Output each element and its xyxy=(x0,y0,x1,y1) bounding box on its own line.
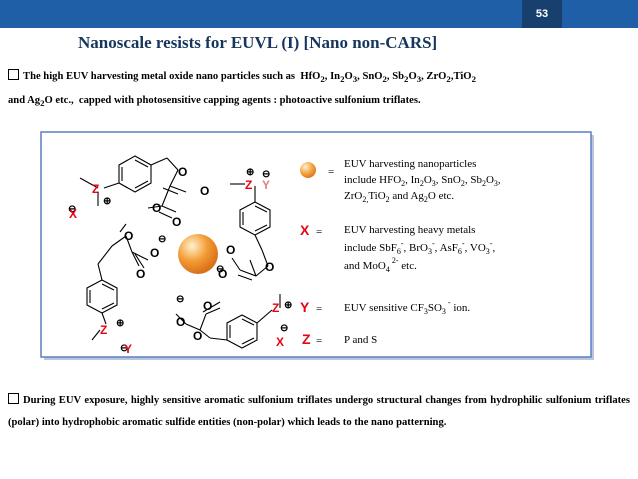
nanoparticle-resist-figure: O O O O O O O O O O O O O ⊖ ⊖ ⊖ ⊕ ⊕ ⊖ ⊖ … xyxy=(40,131,594,360)
svg-text:⊖: ⊖ xyxy=(158,234,166,245)
svg-text:Y: Y xyxy=(262,178,270,192)
svg-text:O: O xyxy=(172,215,181,229)
svg-text:X: X xyxy=(69,207,77,221)
svg-text:⊖: ⊖ xyxy=(262,169,270,180)
svg-text:O: O xyxy=(152,201,161,215)
atom-labels: O O O O O O O O O O O O O xyxy=(124,165,274,343)
slide-title: Nanoscale resists for EUVL (I) [Nano non… xyxy=(78,33,438,52)
molecular-structure xyxy=(79,155,281,349)
hetero-labels: Z Z Z Z X X Y Y xyxy=(69,178,284,356)
svg-text:Z: Z xyxy=(100,323,107,337)
svg-text:O: O xyxy=(193,329,202,343)
svg-text:O: O xyxy=(203,299,212,313)
legend-sphere-icon xyxy=(300,162,316,178)
figure-border xyxy=(40,131,592,358)
svg-text:⊕: ⊕ xyxy=(284,300,292,311)
legend-y-symbol: Y xyxy=(300,299,310,315)
bullet-2-text: During EUV exposure, highly sensitive ar… xyxy=(8,395,630,428)
legend-3-text: EUV sensitive CF3SO3 - ion. xyxy=(344,298,470,316)
svg-text:⊖: ⊖ xyxy=(176,294,184,305)
legend-eq-3: = xyxy=(316,303,322,315)
svg-text:⊖: ⊖ xyxy=(120,343,128,354)
svg-text:⊕: ⊕ xyxy=(116,318,124,329)
svg-text:⊖: ⊖ xyxy=(68,204,76,215)
svg-text:O: O xyxy=(200,184,209,198)
legend-eq-2: = xyxy=(316,226,322,238)
legend-z-symbol: Z xyxy=(302,331,311,347)
svg-text:Z: Z xyxy=(92,182,99,196)
svg-text:O: O xyxy=(178,165,187,179)
page-number: 53 xyxy=(522,0,562,28)
svg-text:⊖: ⊖ xyxy=(216,264,224,275)
legend-2-line1: EUV harvesting heavy metals xyxy=(344,224,475,236)
charge-labels: ⊖ ⊖ ⊖ ⊕ ⊕ ⊖ ⊖ ⊕ ⊖ ⊕ ⊖ xyxy=(68,167,292,354)
svg-text:O: O xyxy=(176,315,185,329)
svg-text:O: O xyxy=(150,246,159,260)
svg-text:Z: Z xyxy=(245,178,252,192)
svg-text:O: O xyxy=(265,260,274,274)
legend-4-text: P and S xyxy=(344,334,377,346)
svg-text:⊕: ⊕ xyxy=(246,167,254,178)
bullet-1-text: The high EUV harvesting metal oxide nano… xyxy=(8,71,476,109)
svg-text:⊕: ⊕ xyxy=(103,196,111,207)
legend-x-symbol: X xyxy=(300,222,310,238)
legend-eq-1: = xyxy=(328,166,334,178)
svg-text:⊖: ⊖ xyxy=(280,323,288,334)
legend-eq-4: = xyxy=(316,335,322,347)
legend-1-line1: EUV harvesting nanoparticles xyxy=(344,158,476,170)
bullet-1: The high EUV harvesting metal oxide nano… xyxy=(8,66,630,114)
svg-text:Z: Z xyxy=(272,301,279,315)
bullet-2: During EUV exposure, highly sensitive ar… xyxy=(8,390,630,434)
legend-1-line3: ZrO2,TiO2 and Ag2O etc. xyxy=(344,190,454,204)
svg-text:O: O xyxy=(226,243,235,257)
svg-text:Y: Y xyxy=(124,342,132,356)
svg-text:O: O xyxy=(124,229,133,243)
nanoparticle-sphere xyxy=(178,234,218,274)
checkbox-bullet-icon xyxy=(8,69,19,80)
svg-text:X: X xyxy=(276,335,284,349)
checkbox-bullet-icon xyxy=(8,393,19,404)
legend-2-line3: and MoO4 2- etc. xyxy=(344,256,417,274)
svg-text:O: O xyxy=(136,267,145,281)
legend-2-line2: include SbF6-, BrO3-, AsF6-, VO3-, xyxy=(344,239,495,256)
svg-text:O: O xyxy=(218,267,227,281)
